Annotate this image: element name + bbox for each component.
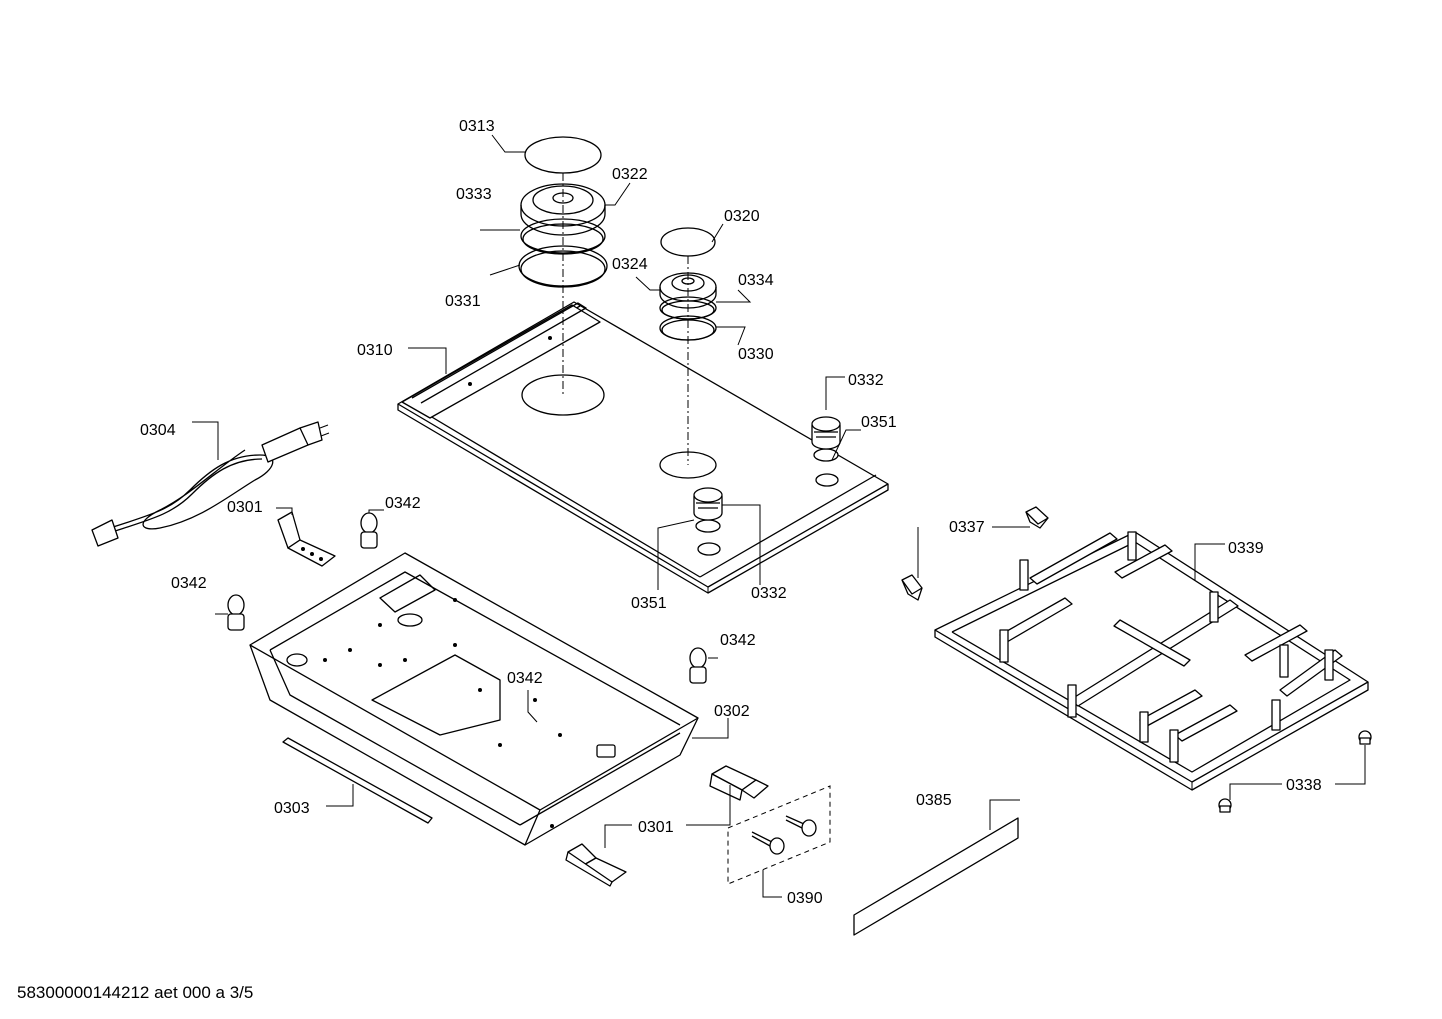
label-0337: 0337 [949, 519, 985, 536]
rubber-foot-0342-c[interactable] [689, 647, 707, 684]
label-0338: 0338 [1286, 777, 1322, 794]
label-0331: 0331 [445, 293, 481, 310]
grate-clip-0337-left[interactable] [901, 574, 923, 601]
label-0351-front: 0351 [631, 595, 667, 612]
fixing-clamp-0301-right[interactable] [709, 765, 769, 801]
grate-foot-0338-left[interactable] [1218, 798, 1232, 813]
hob-top-plate-0310[interactable] [397, 301, 889, 594]
label-0390: 0390 [787, 890, 823, 907]
housing-tray-0302[interactable] [249, 552, 699, 846]
label-0304: 0304 [140, 422, 176, 439]
small-burner-cap-0320[interactable] [660, 227, 716, 257]
label-0351-right: 0351 [861, 414, 897, 431]
drawing-reference-footer: 58300000144212 aet 000 a 3/5 [17, 983, 253, 1002]
decor-strip-0385[interactable] [853, 817, 1019, 936]
seal-strip-0303[interactable] [282, 737, 433, 824]
label-0333: 0333 [456, 186, 492, 203]
label-0322: 0322 [612, 166, 648, 183]
label-0385: 0385 [916, 792, 952, 809]
pan-support-grate-0339[interactable] [934, 531, 1369, 791]
label-0339: 0339 [1228, 540, 1264, 557]
label-0320: 0320 [724, 208, 760, 225]
label-0342-b: 0342 [171, 575, 207, 592]
label-0313: 0313 [459, 118, 495, 135]
label-0303: 0303 [274, 800, 310, 817]
fixing-clamp-0301-top[interactable] [277, 511, 336, 567]
screw-set-0390[interactable] [727, 785, 831, 885]
label-0310: 0310 [357, 342, 393, 359]
grate-clip-0337-right[interactable] [1025, 506, 1049, 529]
label-0334: 0334 [738, 272, 774, 289]
label-0342-c: 0342 [720, 632, 756, 649]
control-knob-0332-front[interactable] [693, 487, 723, 533]
rubber-foot-0342-a[interactable] [360, 512, 378, 549]
label-0301-top: 0301 [227, 499, 263, 516]
label-0330: 0330 [738, 346, 774, 363]
label-0332-right: 0332 [848, 372, 884, 389]
control-knob-0332-right[interactable] [811, 416, 841, 462]
power-cord-0304[interactable] [91, 421, 330, 547]
label-0302: 0302 [714, 703, 750, 720]
leader-lines [192, 134, 1366, 898]
fixing-clamp-0301-bottom[interactable] [565, 843, 627, 887]
grate-foot-0338-right[interactable] [1358, 730, 1372, 745]
label-0342-d: 0342 [507, 670, 543, 687]
label-0301-bottom: 0301 [638, 819, 674, 836]
label-0342-a: 0342 [385, 495, 421, 512]
rubber-foot-0342-b[interactable] [227, 594, 245, 631]
label-0332-front: 0332 [751, 585, 787, 602]
large-burner-cap-0313[interactable] [524, 136, 602, 174]
label-0324: 0324 [612, 256, 648, 273]
